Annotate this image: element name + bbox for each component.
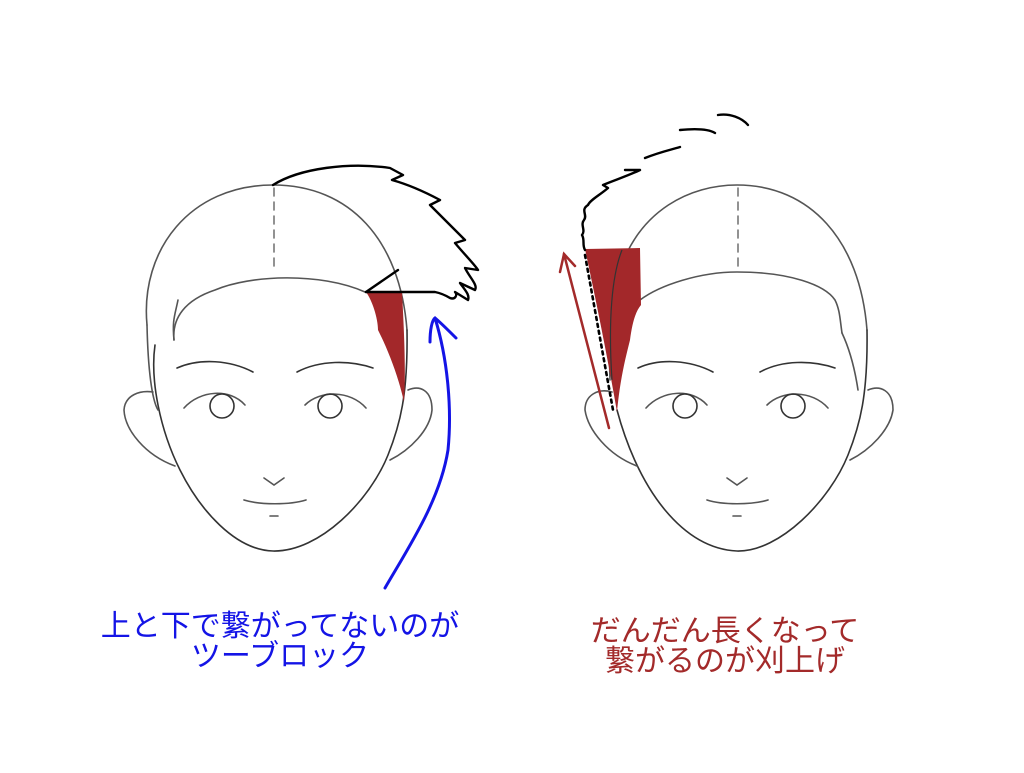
hairline [639,271,843,334]
face-kariage [584,184,894,552]
kariage-caption: だんだん長くなって 繋がるのが刈上げ [565,617,885,677]
right-ear [849,387,894,461]
jaw-outline [152,329,408,552]
kariage-shaved-area [585,248,641,412]
head-outline [619,184,868,331]
left-ear [123,390,176,467]
two-block-caption: 上と下で繋がってないのが ツーブロック [80,612,480,672]
face-two-block [123,184,433,552]
jaw-outline [616,329,868,552]
kariage-hair [580,113,750,412]
hairline [173,277,366,341]
two-block-caption-line2: ツーブロック [190,639,370,674]
right-ear [389,387,433,461]
two-block-caption-line1: 上と下で繋がってないのが [100,609,460,644]
two-block-arrow [383,316,458,590]
two-block-shaved-area [366,292,405,402]
kariage-caption-line2: 繋がるのが刈上げ [605,644,845,679]
kariage-arrow [558,251,611,430]
two-block-hair [271,164,480,302]
kariage-caption-line1: だんだん長くなって [590,614,860,649]
